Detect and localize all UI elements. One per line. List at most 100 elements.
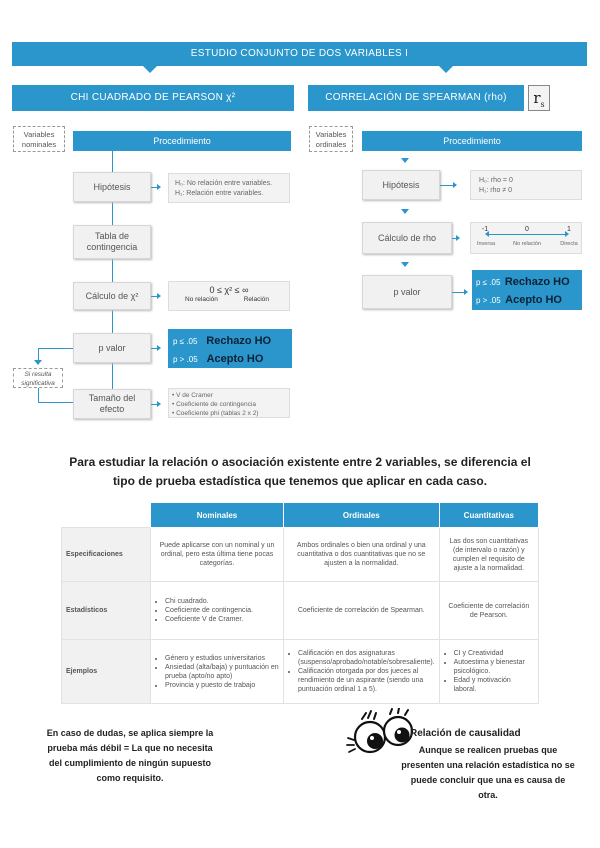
efecto-list: • V de Cramer • Coeficiente de contingen…: [168, 388, 290, 418]
causalidad-title: Relación de causalidad: [410, 728, 521, 739]
row-header: Ejemplos: [61, 639, 151, 704]
row-header: Estadísticos: [61, 581, 151, 640]
calculo-rho-box: Cálculo de rho: [362, 222, 452, 254]
col-header: Ordinales: [283, 502, 440, 528]
rs-sub: s: [540, 100, 545, 109]
table-row: Especificaciones Puede aplicarse con un …: [61, 527, 540, 582]
table-cell: Coeficiente de correlación de Spearman.: [283, 581, 440, 640]
tag-line: Variables: [23, 130, 55, 139]
efecto-item: Coeficiente de contingencia: [176, 401, 256, 408]
sig-line: Si resulta: [24, 371, 52, 378]
pvalor-box: p valor: [73, 333, 151, 363]
scale-value: 0: [525, 226, 529, 233]
hyp-line: H₁: Relación entre variables.: [175, 190, 264, 197]
note-line: otra.: [478, 790, 498, 800]
connector: [38, 388, 39, 402]
arrow-right: [157, 401, 161, 407]
connector: [440, 185, 453, 186]
arrow-right: [456, 235, 460, 241]
list-item: Ansiedad (alta/baja) y puntuación en pru…: [165, 663, 279, 681]
scale-arrow-right: [565, 231, 569, 237]
connector: [151, 348, 157, 349]
chi-header: CHI CUADRADO DE PEARSON χ²: [12, 85, 294, 111]
table-row: Estadísticos Chi cuadrado. Coeficiente d…: [61, 581, 540, 640]
scale-value: -1: [481, 226, 489, 233]
lashes-right: [389, 708, 409, 716]
col-header: Cuantitativas: [438, 502, 540, 528]
lashes-left: [361, 710, 377, 720]
tabla-line: Tabla de: [94, 231, 130, 241]
tag-line: nominales: [21, 140, 57, 149]
table-header-row: Nominales Ordinales Cuantitativas: [61, 502, 540, 528]
note-line: del cumplimiento de ningún supuesto: [48, 758, 211, 768]
arrow-right: [464, 289, 468, 295]
eyes-illustration: [346, 708, 414, 754]
procedimiento-bar-right: Procedimiento: [362, 131, 582, 151]
intro-text: Para estudiar la relación o asociación e…: [20, 453, 580, 491]
decision-box-right: p ≤ .05 Rechazo HO p > .05 Acepto HO: [472, 270, 582, 310]
list-item: CI y Creatividad: [454, 649, 534, 658]
table-cell: Chi cuadrado. Coeficiente de contingenci…: [150, 581, 284, 640]
scale-value: 1: [567, 226, 571, 233]
rs-symbol: rs: [528, 85, 550, 111]
list-item: Edad y motivación laboral.: [454, 676, 534, 694]
sig-line: significativa: [21, 380, 55, 387]
hipotesis-detail: H₀: No relación entre variables. H₁: Rel…: [168, 173, 290, 203]
arrow-right: [157, 345, 161, 351]
res-cond: p ≤ .05: [476, 278, 501, 287]
res-accept: Acepto HO: [206, 353, 264, 365]
proc-label: Procedimiento: [443, 136, 501, 146]
calculo-label: Cálculo de rho: [377, 233, 437, 243]
table-row: Ejemplos Género y estudios universitario…: [61, 639, 540, 704]
connector: [151, 404, 157, 405]
table-cell: CI y Creatividad Autoestima y bienestar …: [438, 639, 540, 704]
res-cond: p ≤ .05: [173, 337, 198, 346]
arrow-down: [34, 360, 42, 365]
list-item: Coeficiente V de Cramer.: [165, 615, 279, 624]
motion-lines: [346, 737, 356, 753]
page-title: ESTUDIO CONJUNTO DE DOS VARIABLES I: [190, 48, 409, 59]
calculo-chi-box: Cálculo de χ²: [73, 282, 151, 310]
intro-line: Para estudiar la relación o asociación e…: [69, 455, 531, 469]
connector: [151, 187, 157, 188]
table-cell: Las dos son cuantitativas (de intervalo …: [438, 527, 540, 582]
list-item: Autoestima y bienestar psicológico.: [454, 658, 534, 676]
arrow-right: [453, 182, 457, 188]
proc-label: Procedimiento: [153, 136, 211, 146]
list-item: Provincia y puesto de trabajo: [165, 681, 279, 690]
title-notch: [439, 66, 453, 73]
scale-arrow-line: [489, 234, 565, 235]
note-line: Aunque se realicen pruebas que: [418, 745, 558, 755]
title-banner: ESTUDIO CONJUNTO DE DOS VARIABLES I: [12, 42, 587, 66]
chi-range: 0 ≤ χ² ≤ ∞ No relación Relación: [168, 281, 290, 311]
scale-label: Directa: [560, 241, 578, 247]
table-cell: Ambos ordinales o bien una ordinal y una…: [283, 527, 440, 582]
pvalor-label: p valor: [98, 343, 126, 353]
scale-label: No relación: [513, 241, 541, 247]
list-item: Calificación otorgada por dos jueces al …: [298, 667, 435, 694]
col-header: Nominales: [150, 502, 284, 528]
variables-tag: Variables nominales: [13, 126, 65, 152]
note-line: prueba más débil = La que no necesita: [47, 743, 213, 753]
res-cond: p > .05: [173, 355, 198, 364]
eye-left-icon: [353, 720, 387, 754]
procedimiento-bar: Procedimiento: [73, 131, 291, 151]
title-notch: [143, 66, 157, 73]
significativa-tag: Si resulta significativa: [13, 368, 63, 388]
title-causalidad: Relación de causalidad: [410, 726, 550, 741]
pvalor-box-right: p valor: [362, 275, 452, 309]
note-dudas: En caso de dudas, se aplica siempre la p…: [30, 726, 230, 786]
efecto-item: V de Cramer: [176, 392, 213, 399]
tamano-box: Tamaño del efecto: [73, 389, 151, 419]
note-line: como requisito.: [96, 773, 164, 783]
connector: [38, 348, 73, 349]
table-cell: Género y estudios universitarios Ansieda…: [150, 639, 284, 704]
row-header: Especificaciones: [61, 527, 151, 582]
res-cond: p > .05: [476, 296, 501, 305]
pvalor-label: p valor: [393, 287, 421, 297]
list-item: Coeficiente de contingencia.: [165, 606, 279, 615]
table-cell: Calificación en dos asignaturas (suspens…: [283, 639, 440, 704]
note-line: presenten una relación estadística no se: [401, 760, 575, 770]
scale-label: Inversa: [476, 241, 496, 247]
list-item: Chi cuadrado.: [165, 597, 279, 606]
